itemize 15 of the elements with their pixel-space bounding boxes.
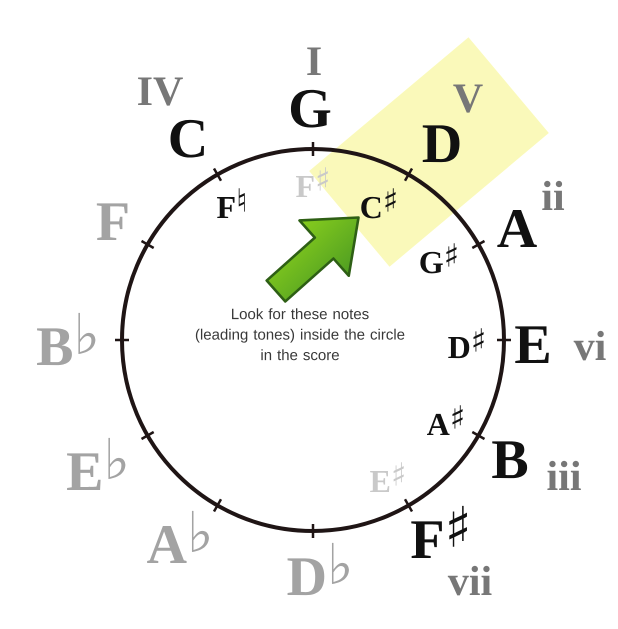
roman-numeral: IV xyxy=(138,78,183,106)
roman-numeral: I xyxy=(307,48,321,75)
note-name: E♭ xyxy=(67,438,126,490)
note-name: B♭ xyxy=(37,312,96,366)
roman-numeral: vi xyxy=(574,330,606,360)
note-name: C xyxy=(170,120,204,158)
note-name: A xyxy=(497,210,537,247)
note-name: F xyxy=(96,203,128,240)
roman-numeral: ii xyxy=(542,180,564,210)
roman-numeral: vii xyxy=(448,566,492,596)
roman-numeral: V xyxy=(453,84,483,113)
note-name: E xyxy=(515,326,549,363)
note-name: D♭ xyxy=(288,542,349,596)
roman-numeral: iii xyxy=(547,460,581,490)
note-name: G xyxy=(290,90,330,128)
